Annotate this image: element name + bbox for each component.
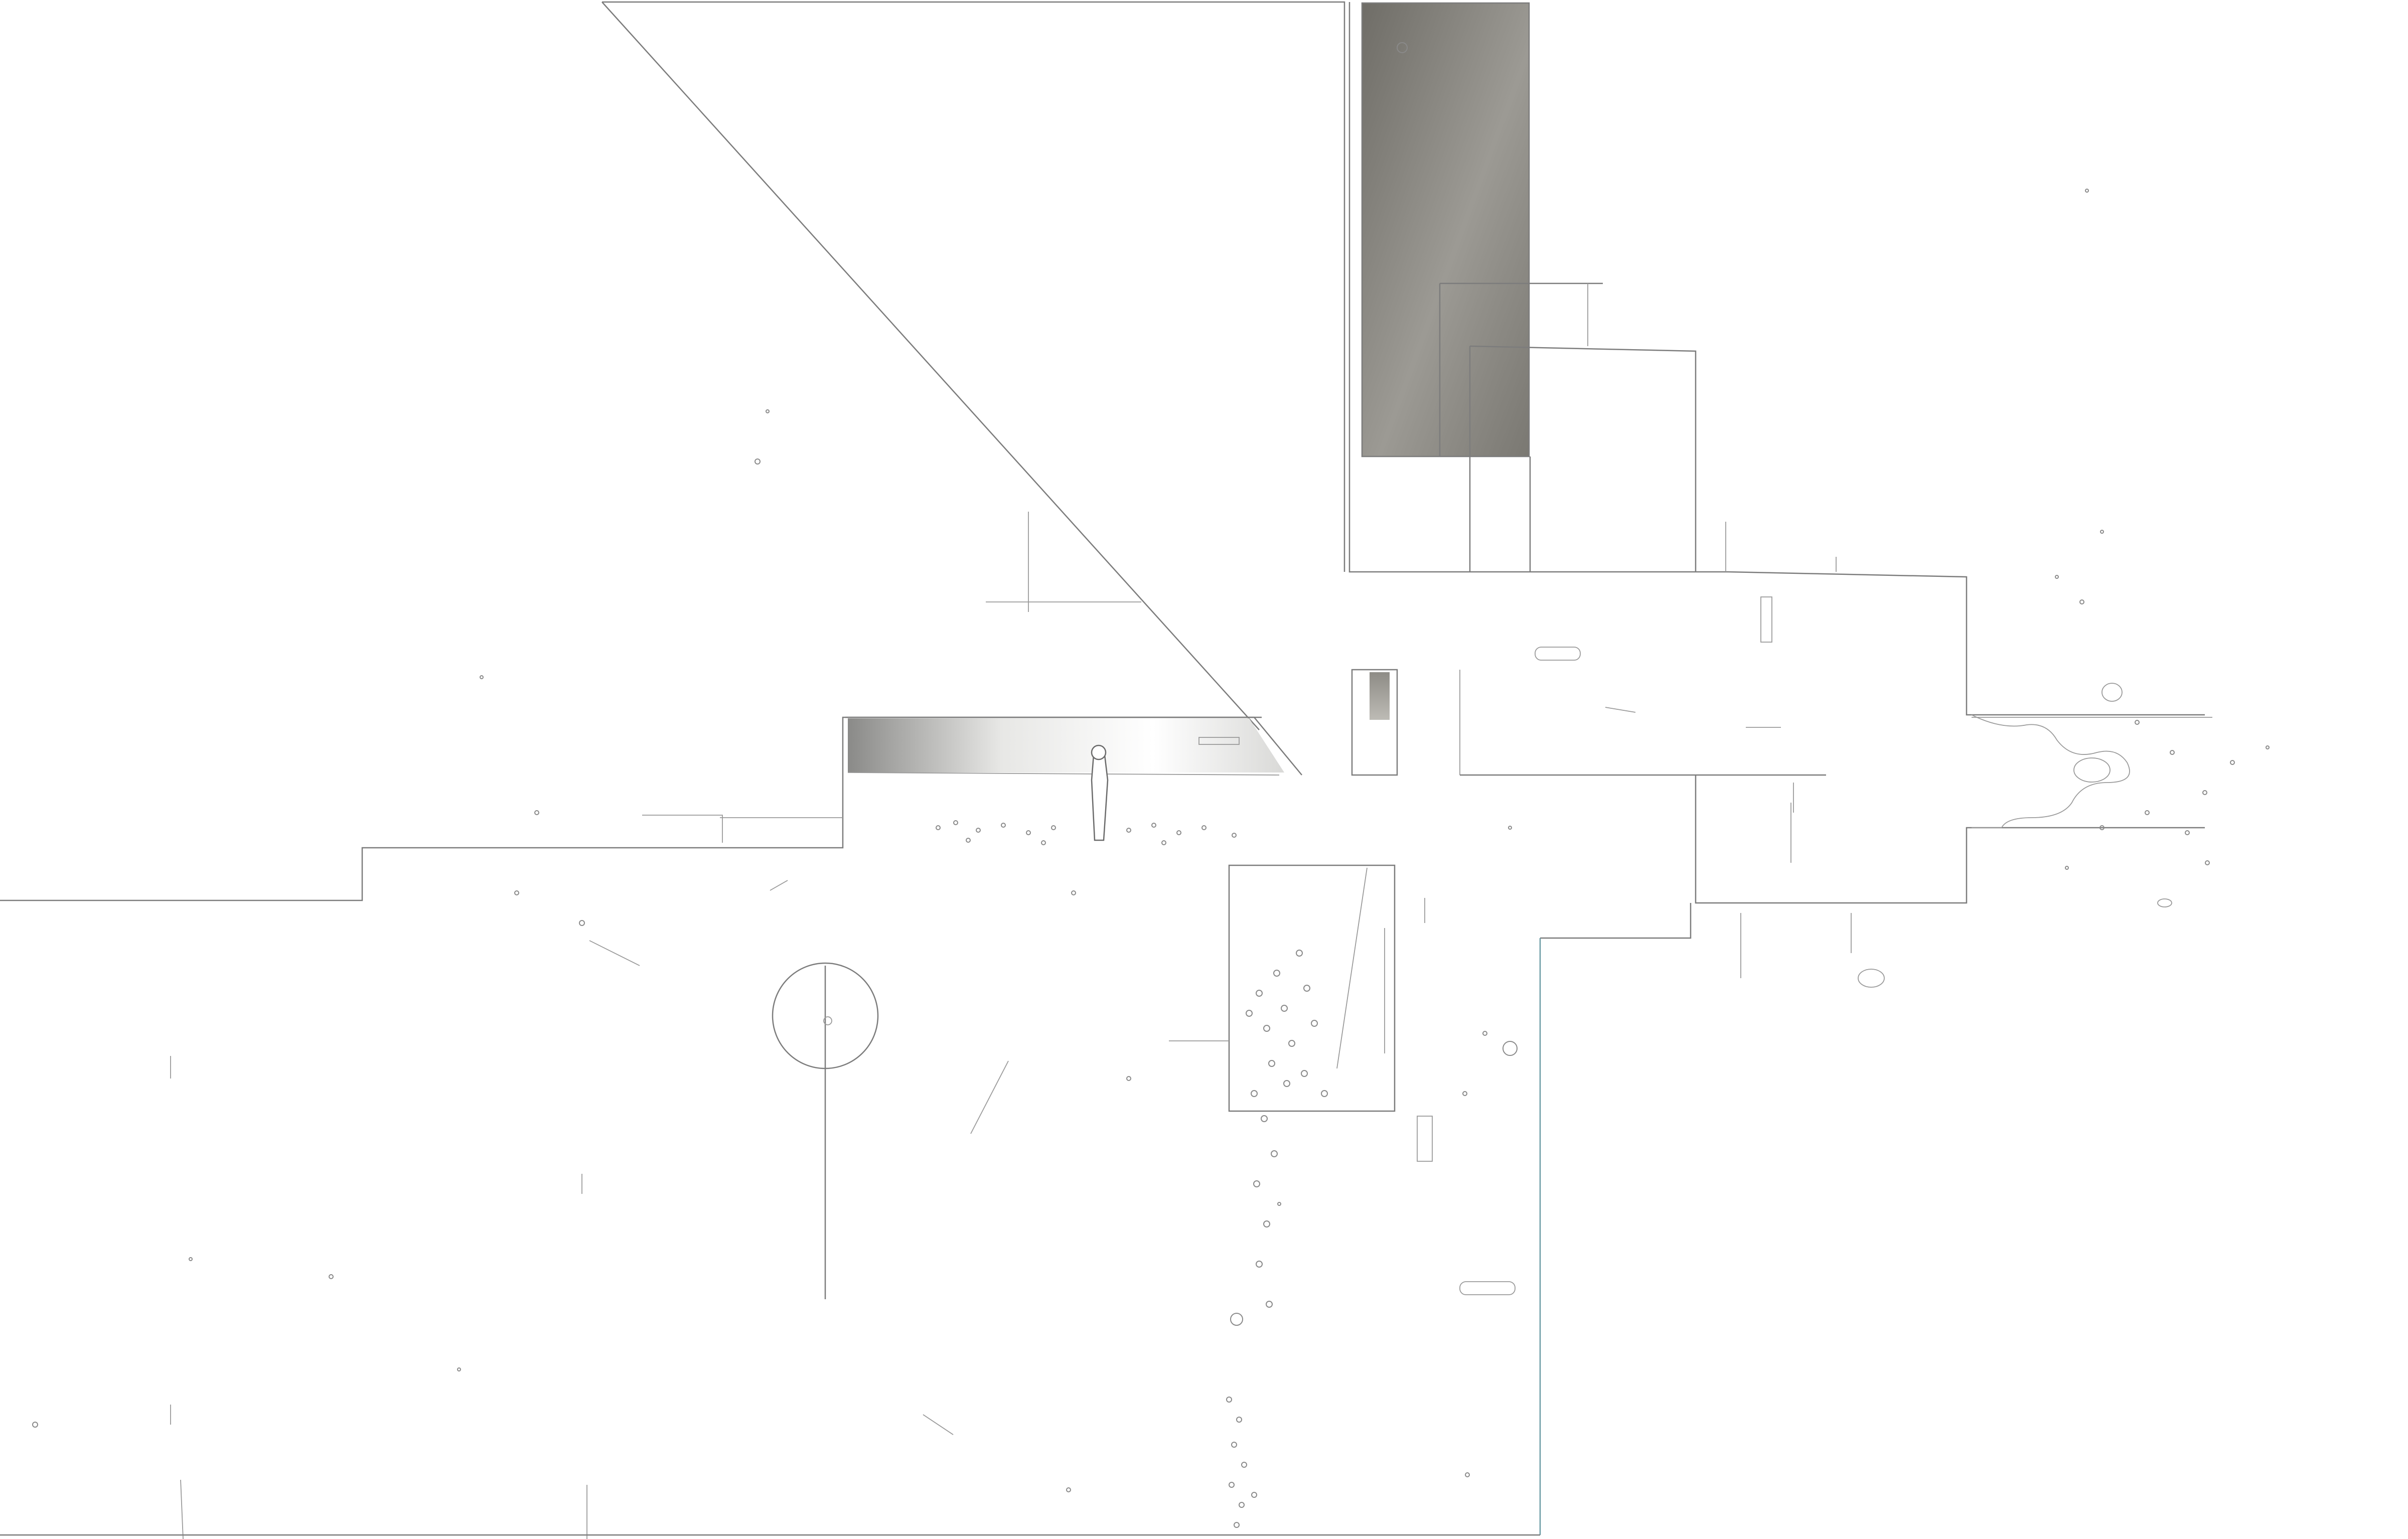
plant-panel [1169,864,1396,1308]
small-slot-panel [1351,669,1460,776]
top-room-panel [1348,2,1728,573]
right-splash [1858,575,2270,988]
horizon-panel [845,716,1302,845]
central-cross [1460,522,2205,1535]
bottom-foliage-strip [0,1397,1540,1536]
diagonal-wedge [601,1,1345,730]
ring-on-pole-marker [772,962,879,1299]
scattered-marks [32,189,2104,1539]
